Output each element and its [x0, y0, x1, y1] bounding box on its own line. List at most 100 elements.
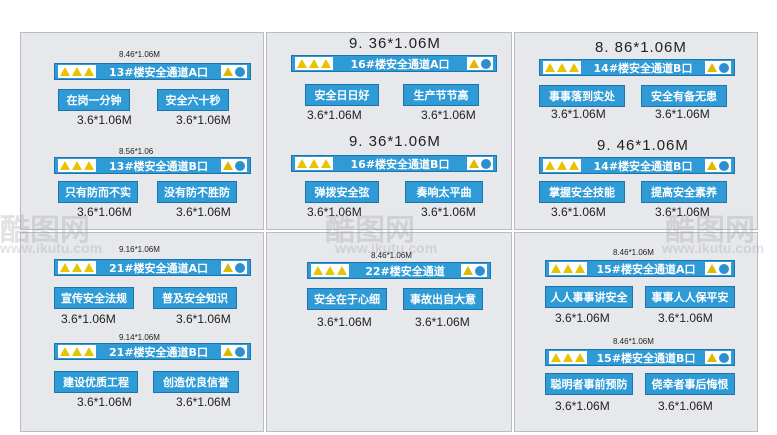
- size-label: 3.6*1.06M: [77, 113, 132, 127]
- slogan-sign: 提高安全素养: [641, 181, 727, 203]
- slogan-sign: 建设优质工程: [54, 371, 138, 393]
- signage-panel-15: 8.46*1.06M 15#楼安全通道A口 人人事事讲安全 事事人人保平安 3.…: [514, 232, 758, 432]
- banner-title: 13#楼安全通道A口: [108, 65, 209, 79]
- warning-signs-icon: [549, 351, 587, 364]
- safety-signs-icon: [705, 262, 731, 275]
- size-label: 3.6*1.06M: [77, 395, 132, 409]
- size-label: 8.46*1.06M: [119, 50, 160, 59]
- signage-panel-14: 8. 86*1.06M 14#楼安全通道B口 事事落到实处 安全有备无患 3.6…: [514, 32, 758, 230]
- safety-signs-icon: [221, 345, 247, 358]
- slogan-sign: 聪明者事前预防: [545, 373, 633, 395]
- size-label: 3.6*1.06M: [551, 205, 606, 219]
- safety-signs-icon: [705, 61, 731, 74]
- warning-signs-icon: [549, 262, 587, 275]
- warning-signs-icon: [58, 345, 96, 358]
- banner-title: 16#楼安全通道B口: [350, 157, 450, 171]
- size-label: 3.6*1.06M: [317, 315, 372, 329]
- signage-panel-16: 9. 36*1.06M 16#楼安全通道A口 安全日日好 生产节节高 3.6*1…: [266, 32, 512, 230]
- size-label: 3.6*1.06M: [415, 315, 470, 329]
- size-label: 3.6*1.06M: [77, 205, 132, 219]
- size-label: 3.6*1.06M: [307, 205, 362, 219]
- size-label: 8. 86*1.06M: [595, 39, 687, 56]
- slogan-sign: 安全在于心细: [307, 288, 387, 310]
- warning-signs-icon: [295, 157, 333, 170]
- slogan-sign: 安全日日好: [305, 84, 379, 106]
- slogan-sign: 安全有备无患: [641, 85, 727, 107]
- passage-banner: 16#楼安全通道A口: [291, 55, 497, 72]
- warning-signs-icon: [58, 261, 96, 274]
- passage-banner: 16#楼安全通道B口: [291, 155, 497, 172]
- warning-signs-icon: [58, 65, 96, 78]
- safety-signs-icon: [461, 264, 487, 277]
- size-label: 3.6*1.06M: [421, 205, 476, 219]
- size-label: 9. 36*1.06M: [349, 133, 441, 150]
- slogan-sign: 奏响太平曲: [405, 181, 483, 203]
- safety-signs-icon: [221, 261, 247, 274]
- size-label: 8.46*1.06M: [613, 337, 654, 346]
- passage-banner: 13#楼安全通道B口: [54, 157, 251, 174]
- size-label: 3.6*1.06M: [176, 205, 231, 219]
- size-label: 9.14*1.06M: [119, 333, 160, 342]
- banner-title: 21#楼安全通道A口: [108, 261, 209, 275]
- warning-signs-icon: [58, 159, 96, 172]
- signage-panel-22: 8.46*1.06M 22#楼安全通道 安全在于心细 事故出自大意 3.6*1.…: [266, 232, 512, 432]
- slogan-sign: 只有防而不实: [58, 181, 138, 203]
- size-label: 9. 36*1.06M: [349, 35, 441, 52]
- size-label: 3.6*1.06M: [658, 399, 713, 413]
- signage-panel-13: 8.46*1.06M 13#楼安全通道A口 在岗一分钟 安全六十秒 3.6*1.…: [20, 32, 264, 230]
- warning-signs-icon: [543, 159, 581, 172]
- slogan-sign: 创造优良信誉: [153, 371, 239, 393]
- size-label: 3.6*1.06M: [555, 399, 610, 413]
- size-label: 9.16*1.06M: [119, 245, 160, 254]
- size-label: 3.6*1.06M: [176, 312, 231, 326]
- slogan-sign: 没有防不胜防: [157, 181, 237, 203]
- safety-signs-icon: [467, 157, 493, 170]
- size-label: 3.6*1.06M: [176, 113, 231, 127]
- banner-title: 15#楼安全通道B口: [596, 351, 696, 365]
- safety-signs-icon: [221, 65, 247, 78]
- passage-banner: 22#楼安全通道: [307, 262, 491, 279]
- size-label: 3.6*1.06M: [307, 108, 362, 122]
- size-label: 9. 46*1.06M: [597, 137, 689, 154]
- banner-title: 21#楼安全通道B口: [109, 345, 208, 359]
- safety-signs-icon: [705, 351, 731, 364]
- banner-title: 16#楼安全通道A口: [350, 57, 450, 71]
- banner-title: 22#楼安全通道: [365, 264, 445, 278]
- signage-panel-21: 9.16*1.06M 21#楼安全通道A口 宣传安全法规 普及安全知识 3.6*…: [20, 232, 264, 432]
- slogan-sign: 人人事事讲安全: [545, 286, 633, 308]
- passage-banner: 15#楼安全通道B口: [545, 349, 735, 366]
- safety-signs-icon: [467, 57, 493, 70]
- slogan-sign: 安全六十秒: [157, 89, 229, 111]
- safety-signs-icon: [221, 159, 247, 172]
- warning-signs-icon: [543, 61, 581, 74]
- size-label: 8.46*1.06M: [613, 248, 654, 257]
- size-label: 3.6*1.06M: [176, 395, 231, 409]
- size-label: 3.6*1.06M: [658, 311, 713, 325]
- size-label: 3.6*1.06M: [421, 108, 476, 122]
- slogan-sign: 生产节节高: [403, 84, 479, 106]
- slogan-sign: 普及安全知识: [153, 287, 237, 309]
- passage-banner: 14#楼安全通道B口: [539, 157, 735, 174]
- banner-title: 14#楼安全通道B口: [593, 61, 693, 75]
- safety-signs-icon: [705, 159, 731, 172]
- passage-banner: 15#楼安全通道A口: [545, 260, 735, 277]
- slogan-sign: 弹拨安全弦: [305, 181, 379, 203]
- size-label: 3.6*1.06M: [555, 311, 610, 325]
- slogan-sign: 事事人人保平安: [645, 286, 735, 308]
- size-label: 8.46*1.06M: [371, 251, 412, 260]
- passage-banner: 14#楼安全通道B口: [539, 59, 735, 76]
- passage-banner: 13#楼安全通道A口: [54, 63, 251, 80]
- passage-banner: 21#楼安全通道B口: [54, 343, 251, 360]
- size-label: 8.56*1.06: [119, 147, 154, 156]
- slogan-sign: 掌握安全技能: [539, 181, 625, 203]
- size-label: 3.6*1.06M: [61, 312, 116, 326]
- size-label: 3.6*1.06M: [655, 205, 710, 219]
- banner-title: 15#楼安全通道A口: [596, 262, 696, 276]
- slogan-sign: 在岗一分钟: [58, 89, 130, 111]
- warning-signs-icon: [295, 57, 333, 70]
- slogan-sign: 宣传安全法规: [54, 287, 134, 309]
- slogan-sign: 事故出自大意: [403, 288, 483, 310]
- slogan-sign: 事事落到实处: [539, 85, 625, 107]
- warning-signs-icon: [311, 264, 349, 277]
- passage-banner: 21#楼安全通道A口: [54, 259, 251, 276]
